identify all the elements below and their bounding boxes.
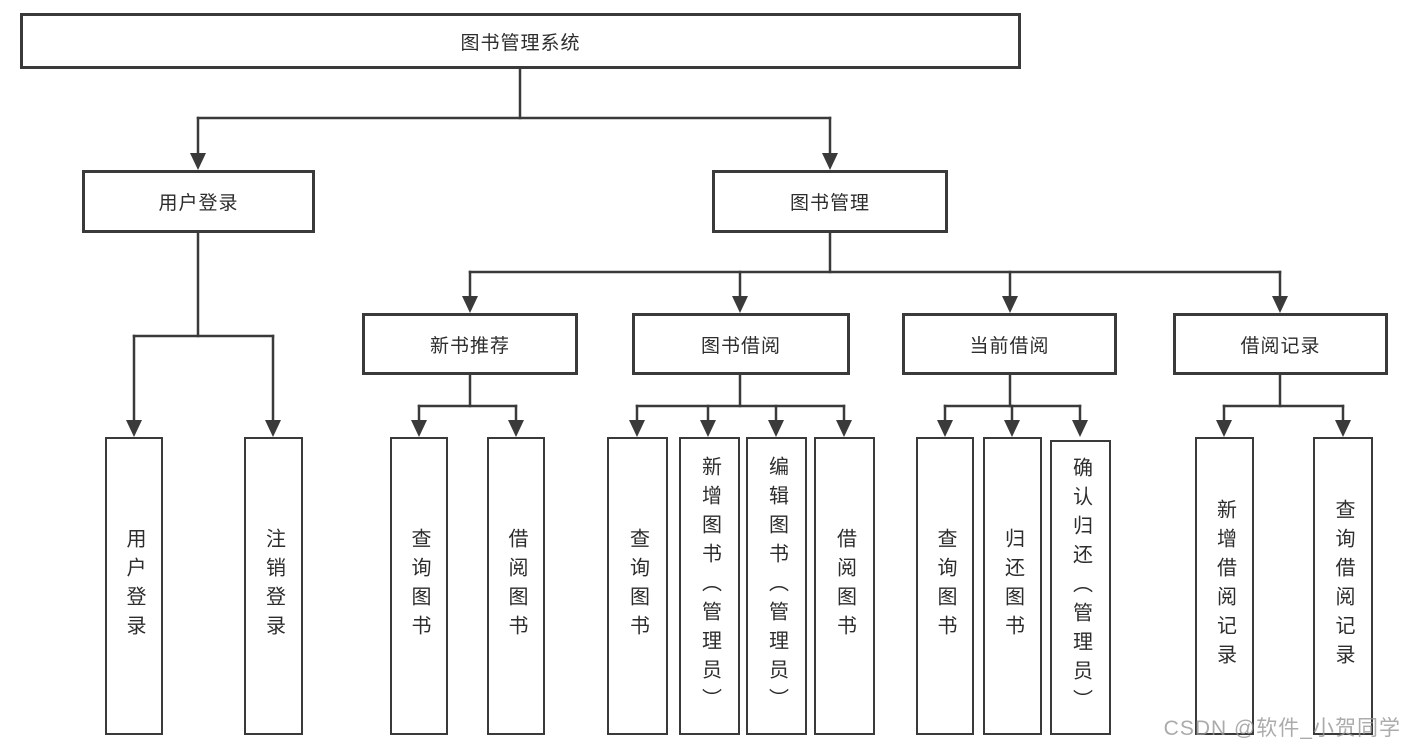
leaf-recommend-borrow-book-label: 借阅图书 — [505, 528, 527, 644]
leaf-recommend-borrow-book: 借阅图书 — [487, 437, 545, 735]
leaf-user-login-label: 用户登录 — [123, 528, 145, 644]
node-book-borrow-label: 图书借阅 — [700, 335, 781, 357]
leaf-confirm-return-admin-label: 确认归还（管理员） — [1069, 457, 1092, 718]
leaf-query-borrow-record-label: 查询借阅记录 — [1332, 499, 1354, 673]
node-book-borrow: 图书借阅 — [632, 313, 850, 375]
leaf-borrow-book-label: 借阅图书 — [833, 528, 856, 644]
leaf-recommend-query-book: 查询图书 — [390, 437, 448, 735]
leaf-borrow-query-book-label: 查询图书 — [626, 528, 649, 644]
leaf-current-query-book-label: 查询图书 — [934, 528, 956, 644]
leaf-edit-book-admin-label: 编辑图书（管理员） — [765, 455, 788, 717]
leaf-query-borrow-record: 查询借阅记录 — [1313, 437, 1373, 735]
node-root: 图书管理系统 — [20, 13, 1021, 69]
node-new-book-recommend-label: 新书推荐 — [429, 335, 510, 357]
node-new-book-recommend: 新书推荐 — [362, 313, 578, 375]
arrowheads — [126, 153, 1351, 437]
leaf-borrow-query-book: 查询图书 — [607, 437, 668, 735]
leaf-borrow-book: 借阅图书 — [814, 437, 875, 735]
node-book-management-label: 图书管理 — [789, 193, 870, 214]
csdn-watermark: CSDN @软件_小贺同学 — [1163, 717, 1401, 740]
leaf-current-query-book: 查询图书 — [916, 437, 974, 735]
leaf-user-login: 用户登录 — [105, 437, 163, 735]
leaf-add-book-admin: 新增图书（管理员） — [679, 437, 740, 735]
leaf-logout-label: 注销登录 — [262, 528, 285, 644]
leaf-return-book: 归还图书 — [983, 437, 1042, 735]
leaf-add-borrow-record-label: 新增借阅记录 — [1213, 499, 1236, 673]
leaf-add-book-admin-label: 新增图书（管理员） — [698, 455, 721, 717]
leaf-return-book-label: 归还图书 — [1001, 528, 1024, 644]
node-user-login: 用户登录 — [82, 170, 315, 233]
node-current-borrow: 当前借阅 — [902, 313, 1117, 375]
leaf-logout: 注销登录 — [244, 437, 303, 735]
leaf-recommend-query-book-label: 查询图书 — [408, 528, 430, 644]
leaf-add-borrow-record: 新增借阅记录 — [1195, 437, 1254, 735]
node-current-borrow-label: 当前借阅 — [969, 335, 1050, 357]
leaf-confirm-return-admin: 确认归还（管理员） — [1050, 440, 1111, 735]
node-borrow-record: 借阅记录 — [1173, 313, 1388, 375]
leaf-edit-book-admin: 编辑图书（管理员） — [746, 437, 807, 735]
node-book-management: 图书管理 — [712, 170, 948, 233]
node-root-label: 图书管理系统 — [460, 32, 581, 54]
node-borrow-record-label: 借阅记录 — [1240, 335, 1321, 357]
node-user-login-label: 用户登录 — [158, 193, 239, 214]
